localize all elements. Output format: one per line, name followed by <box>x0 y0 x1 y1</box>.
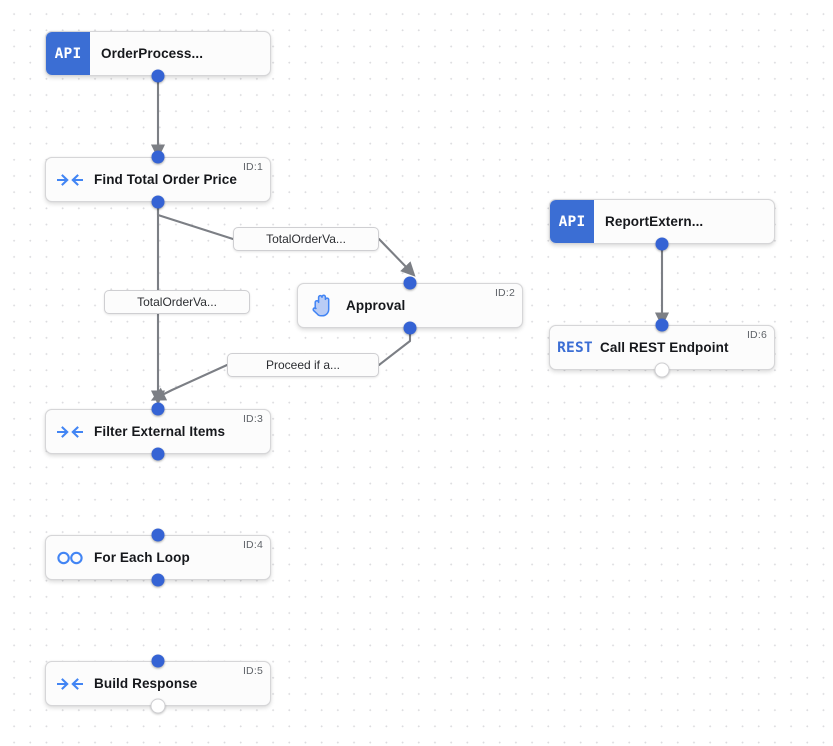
node-title: For Each Loop <box>94 550 190 565</box>
node-order-process[interactable]: API OrderProcess... <box>45 31 271 76</box>
node-body: API ReportExtern... <box>550 200 774 243</box>
api-badge-icon: API <box>550 200 594 243</box>
port-call-rest-in[interactable] <box>655 318 669 332</box>
port-filter-out[interactable] <box>151 447 165 461</box>
node-title: Filter External Items <box>94 424 226 439</box>
port-call-rest-out[interactable] <box>654 362 670 378</box>
rest-badge-icon: REST <box>557 339 593 356</box>
port-foreach-in[interactable] <box>151 528 165 542</box>
port-build-response-in[interactable] <box>151 654 165 668</box>
hand-icon <box>298 294 346 318</box>
node-body: Filter External Items ID:3 <box>46 410 270 453</box>
node-body: Find Total Order Price ID:1 <box>46 158 270 201</box>
port-find-total-in[interactable] <box>151 150 165 164</box>
port-order-process-out[interactable] <box>151 69 165 83</box>
node-find-total-order-price[interactable]: Find Total Order Price ID:1 <box>45 157 271 202</box>
merge-arrows-icon <box>46 171 94 189</box>
node-filter-external-items[interactable]: Filter External Items ID:3 <box>45 409 271 454</box>
node-id-badge: ID:2 <box>494 287 515 299</box>
label-total-order-va-2[interactable]: TotalOrderVa... <box>104 290 250 314</box>
port-approval-in[interactable] <box>403 276 417 290</box>
node-title: Find Total Order Price <box>94 172 237 187</box>
node-id-badge: ID:3 <box>242 413 263 425</box>
node-id-badge: ID:5 <box>242 665 263 677</box>
node-title: ReportExtern... <box>605 214 704 229</box>
label-proceed-if-a[interactable]: Proceed if a... <box>227 353 379 377</box>
port-find-total-out[interactable] <box>151 195 165 209</box>
node-body: For Each Loop ID:4 <box>46 536 270 579</box>
port-build-response-out[interactable] <box>150 698 166 714</box>
node-body: API OrderProcess... <box>46 32 270 75</box>
node-title: Call REST Endpoint <box>600 340 729 355</box>
api-badge-icon: API <box>46 32 90 75</box>
port-report-extern-out[interactable] <box>655 237 669 251</box>
node-body: Build Response ID:5 <box>46 662 270 705</box>
node-title: OrderProcess... <box>101 46 204 61</box>
merge-arrows-icon <box>46 423 94 441</box>
node-id-badge: ID:6 <box>746 329 767 341</box>
node-title: Build Response <box>94 676 198 691</box>
node-id-badge: ID:4 <box>242 539 263 551</box>
port-foreach-out[interactable] <box>151 573 165 587</box>
node-report-extern[interactable]: API ReportExtern... <box>549 199 775 244</box>
port-approval-out[interactable] <box>403 321 417 335</box>
node-id-badge: ID:1 <box>242 161 263 173</box>
merge-arrows-icon <box>46 675 94 693</box>
node-body: REST Call REST Endpoint ID:6 <box>550 326 774 369</box>
port-filter-in[interactable] <box>151 402 165 416</box>
infinity-icon <box>46 550 94 566</box>
node-body: Approval ID:2 <box>298 284 522 327</box>
node-title: Approval <box>346 298 406 313</box>
label-total-order-va-1[interactable]: TotalOrderVa... <box>233 227 379 251</box>
